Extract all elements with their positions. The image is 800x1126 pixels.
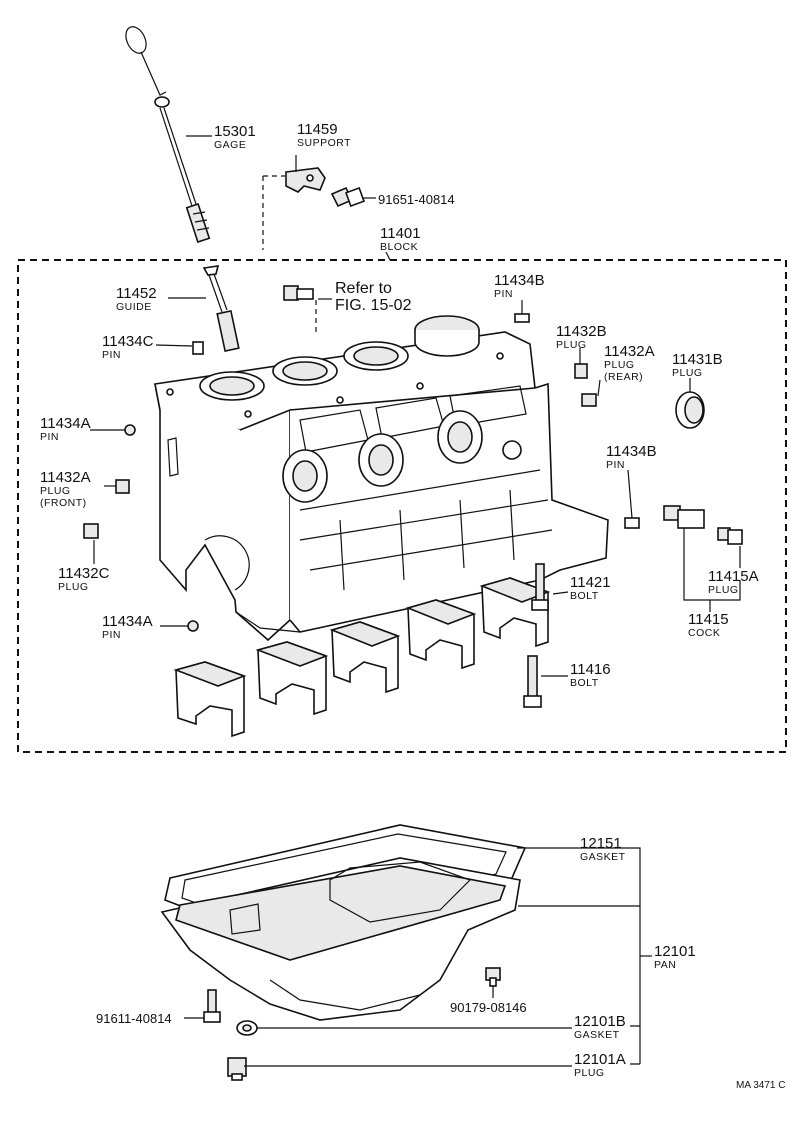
- label-11459-cap: SUPPORT: [297, 137, 351, 149]
- support-bolt[interactable]: [330, 186, 365, 208]
- bolt-11416[interactable]: [523, 655, 542, 708]
- pan-bolt-91611[interactable]: [203, 989, 221, 1023]
- label-refer-line1: Refer to: [335, 280, 392, 297]
- oil-pressure-switch[interactable]: [283, 285, 314, 301]
- cock-11415[interactable]: [663, 505, 705, 529]
- label-11434b-top-num: 11434B: [494, 272, 545, 289]
- dipstick-guide[interactable]: [202, 265, 240, 352]
- label-11416-num: 11416: [570, 661, 611, 678]
- label-12151-cap: GASKET: [580, 851, 626, 863]
- label-11432a-rear-cap: PLUG: [604, 359, 635, 371]
- plug-11432c[interactable]: [83, 523, 99, 539]
- figure-code: MA 3471 C: [736, 1080, 785, 1091]
- label-12101b-cap: GASKET: [574, 1029, 620, 1041]
- label-11421-num: 11421: [570, 574, 611, 591]
- label-11432a-rear-cap2: (REAR): [604, 371, 643, 383]
- pin-11434b-top[interactable]: [514, 313, 530, 323]
- label-11432a-front-cap2: (FRONT): [40, 497, 87, 509]
- label-15301-cap: GAGE: [214, 139, 246, 151]
- label-11432b-cap: PLUG: [556, 339, 587, 351]
- label-11452-cap: GUIDE: [116, 301, 152, 313]
- drain-plug-12101a[interactable]: [227, 1057, 247, 1081]
- label-11432c-cap: PLUG: [58, 581, 89, 593]
- label-11421-cap: BOLT: [570, 590, 599, 602]
- label-12101a-num: 12101A: [574, 1051, 626, 1068]
- cylinder-block[interactable]: [154, 315, 609, 642]
- label-11432b-num: 11432B: [556, 323, 607, 340]
- label-11459-num: 11459: [297, 121, 338, 138]
- label-11434a-bottom-cap: PIN: [102, 629, 121, 641]
- label-11432a-rear-num: 11432A: [604, 343, 655, 360]
- label-11452-num: 11452: [116, 285, 157, 302]
- pan-bolt-90179[interactable]: [485, 967, 501, 987]
- pin-11434b-mid[interactable]: [624, 517, 640, 529]
- label-12151-num: 12151: [580, 835, 622, 852]
- label-refer-line2: FIG. 15-02: [335, 297, 412, 314]
- label-90179-08146: 90179-08146: [450, 1000, 527, 1015]
- label-11432c-num: 11432C: [58, 565, 110, 582]
- pin-11434a-top[interactable]: [124, 424, 136, 436]
- label-12101-num: 12101: [654, 943, 696, 960]
- plug-11432b[interactable]: [574, 363, 588, 379]
- label-12101a-cap: PLUG: [574, 1067, 605, 1079]
- plug-11431b[interactable]: [675, 391, 705, 429]
- label-12101b-num: 12101B: [574, 1013, 626, 1030]
- label-11434a-top-num: 11434A: [40, 415, 91, 432]
- label-91651-40814: 91651-40814: [378, 192, 455, 207]
- plug-11415a[interactable]: [717, 527, 743, 545]
- block-assembly-boundary: [17, 175, 787, 753]
- label-11434c-num: 11434C: [102, 333, 154, 350]
- plug-11432a-front[interactable]: [115, 479, 130, 494]
- label-11434a-bottom-num: 11434A: [102, 613, 153, 630]
- leader-lines: [90, 135, 741, 1067]
- label-11432a-front-num: 11432A: [40, 469, 91, 486]
- label-11431b-cap: PLUG: [672, 367, 703, 379]
- support-bracket[interactable]: [285, 167, 326, 193]
- part-labels: 15301 GAGE 11459 SUPPORT 91651-40814 114…: [40, 121, 785, 1091]
- drain-gasket-12101b[interactable]: [236, 1020, 258, 1036]
- label-11434b-mid-cap: PIN: [606, 459, 625, 471]
- label-11434c-cap: PIN: [102, 349, 121, 361]
- label-11415-cap: COCK: [688, 627, 720, 639]
- bolt-11421[interactable]: [531, 563, 549, 611]
- label-11434b-mid-num: 11434B: [606, 443, 657, 460]
- label-11434b-top-cap: PIN: [494, 288, 513, 300]
- label-11432a-front-cap: PLUG: [40, 485, 71, 497]
- label-11416-cap: BOLT: [570, 677, 599, 689]
- pin-11434a-bottom[interactable]: [187, 620, 199, 632]
- oil-pan[interactable]: [160, 857, 521, 1021]
- label-91611-40814: 91611-40814: [96, 1011, 172, 1026]
- label-11415a-cap: PLUG: [708, 584, 739, 596]
- label-11431b-num: 11431B: [672, 351, 723, 368]
- label-11434a-top-cap: PIN: [40, 431, 59, 443]
- label-11401-num: 11401: [380, 225, 421, 242]
- label-11415a-num: 11415A: [708, 568, 759, 585]
- main-bearing-caps[interactable]: [173, 577, 551, 738]
- pin-11434c[interactable]: [192, 341, 204, 355]
- label-15301-num: 15301: [214, 123, 256, 140]
- label-11401-cap: BLOCK: [380, 241, 418, 253]
- plug-11432a-rear[interactable]: [581, 393, 597, 407]
- label-12101-cap: PAN: [654, 959, 676, 971]
- oil-gage-dipstick[interactable]: [122, 24, 211, 243]
- label-11415-num: 11415: [688, 611, 729, 628]
